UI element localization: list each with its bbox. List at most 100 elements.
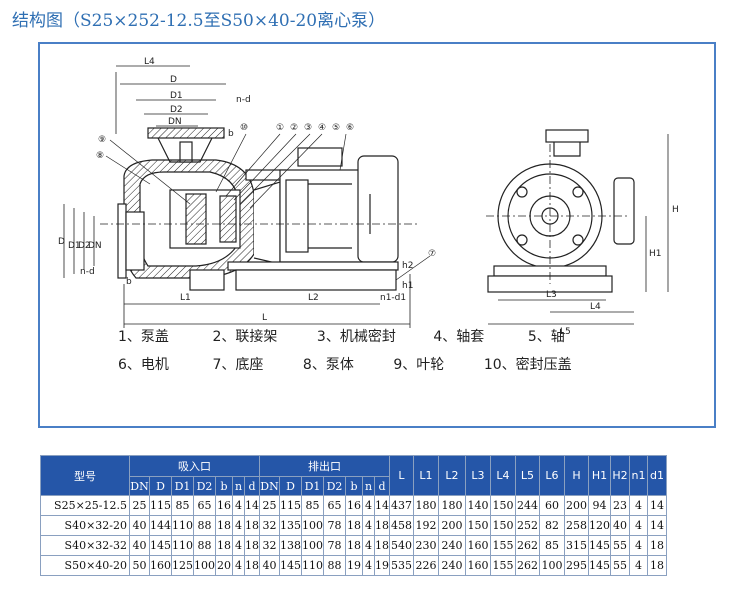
dim-label-L1: L1: [180, 293, 191, 303]
table-cell: 18: [647, 535, 667, 556]
dim-label-inlet-D: D: [58, 237, 65, 247]
dim-label-L3: L3: [546, 290, 557, 300]
header-discharge: 排出口: [259, 455, 390, 477]
table-cell: 437: [389, 495, 414, 516]
table-cell: 82: [539, 515, 565, 536]
callout-4: ④: [318, 123, 326, 133]
dim-label-H1: H1: [649, 249, 662, 259]
subheader-suction: D2: [193, 476, 216, 496]
callout-10: ⑩: [240, 123, 248, 133]
table-cell: 25: [259, 495, 280, 516]
table-cell: 14: [647, 515, 667, 536]
table-cell: 18: [244, 535, 260, 556]
table-cell: 100: [539, 555, 565, 576]
table-cell: 16: [215, 495, 233, 516]
table-cell: 4: [629, 535, 648, 556]
table-cell: 85: [171, 495, 194, 516]
table-cell: 85: [301, 495, 324, 516]
table-cell: 4: [629, 515, 648, 536]
header-dim: n1: [629, 455, 648, 496]
header-dim: H1: [588, 455, 611, 496]
dim-label-inlet-D2: D2: [78, 241, 91, 251]
dim-label-L: L: [262, 313, 267, 323]
legend-item: 1、泵盖: [118, 329, 169, 345]
subheader-suction: D1: [171, 476, 194, 496]
dim-label-inlet-n-d: n-d: [80, 267, 95, 277]
table-cell: 4: [629, 555, 648, 576]
table-cell: 4: [362, 555, 375, 576]
table-cell: 262: [515, 555, 540, 576]
header-model: 型号: [40, 455, 130, 496]
dim-label-D2: D2: [170, 105, 183, 115]
legend-row-1: 1、泵盖 2、联接架 3、机械密封 4、轴套 5、轴: [118, 326, 572, 354]
table-cell: 65: [323, 495, 346, 516]
dim-label-D1: D1: [170, 91, 183, 101]
table-cell: 40: [259, 555, 280, 576]
table-cell: 4: [362, 535, 375, 556]
table-cell: 4: [232, 535, 245, 556]
callout-1: ①: [276, 123, 284, 133]
callout-3: ③: [304, 123, 312, 133]
dim-label-inlet-DN: DN: [88, 241, 102, 251]
table-cell: 160: [465, 535, 491, 556]
table-cell: 40: [610, 515, 630, 536]
subheader-discharge: b: [345, 476, 363, 496]
model-cell: S40×32-20: [40, 515, 130, 536]
subheader-discharge: D: [279, 476, 302, 496]
table-cell: 180: [438, 495, 466, 516]
model-cell: S50×40-20: [40, 555, 130, 576]
table-cell: 18: [244, 515, 260, 536]
table-cell: 85: [539, 535, 565, 556]
parts-legend: 1、泵盖 2、联接架 3、机械密封 4、轴套 5、轴 6、电机 7、底座 8、泵…: [118, 326, 572, 382]
table-cell: 258: [564, 515, 589, 536]
table-cell: 115: [149, 495, 172, 516]
pump-structure-drawing: L4 D D1 D2 DN n-d b ⑨ ⑧ ⑩ ① ② ③ ④ ⑤ ⑥ D …: [58, 57, 679, 337]
table-cell: 32: [259, 515, 280, 536]
table-cell: 18: [345, 535, 363, 556]
table-cell: 200: [564, 495, 589, 516]
legend-item: 3、机械密封: [316, 329, 396, 345]
callout-8: ⑧: [96, 151, 104, 161]
table-cell: 20: [215, 555, 233, 576]
table-header-row: 型号 吸入口 排出口 L L1 L2 L3 L4 L5 L6 H H1 H2 n…: [40, 455, 667, 496]
structure-diagram-frame: L4 D D1 D2 DN n-d b ⑨ ⑧ ⑩ ① ② ③ ④ ⑤ ⑥ D …: [38, 42, 716, 428]
table-cell: 535: [389, 555, 414, 576]
dim-label-h2: h2: [402, 261, 413, 271]
table-cell: 18: [215, 515, 233, 536]
table-cell: 88: [193, 515, 216, 536]
table-cell: 4: [629, 495, 648, 516]
header-dim: L2: [438, 455, 466, 496]
dim-label-H: H: [672, 205, 679, 215]
table-cell: 150: [465, 515, 491, 536]
table-cell: 18: [244, 555, 260, 576]
header-dim: L: [389, 455, 414, 496]
header-suction: 吸入口: [129, 455, 260, 477]
subheader-suction: b: [215, 476, 233, 496]
dim-label-L2: L2: [308, 293, 319, 303]
dim-label-DN: DN: [168, 117, 182, 127]
table-cell: 110: [301, 555, 324, 576]
callout-7: ⑦: [428, 249, 436, 259]
table-cell: 252: [515, 515, 540, 536]
table-cell: 100: [301, 535, 324, 556]
table-subheader-row: DN D D1 D2 b n d DN D D1 D2 b n d: [41, 476, 667, 496]
table-cell: 458: [389, 515, 414, 536]
dim-label-inlet-b: b: [126, 277, 132, 287]
table-cell: 120: [588, 515, 611, 536]
table-cell: 16: [345, 495, 363, 516]
subheader-discharge: DN: [259, 476, 280, 496]
table-cell: 94: [588, 495, 611, 516]
callout-9: ⑨: [98, 135, 106, 145]
table-cell: 4: [362, 515, 375, 536]
header-dim: L5: [515, 455, 540, 496]
header-dim: d1: [647, 455, 667, 496]
table-cell: 110: [171, 535, 194, 556]
table-cell: 180: [413, 495, 439, 516]
table-cell: 18: [345, 515, 363, 536]
table-cell: 145: [279, 555, 302, 576]
table-cell: 32: [259, 535, 280, 556]
table-cell: 135: [279, 515, 302, 536]
